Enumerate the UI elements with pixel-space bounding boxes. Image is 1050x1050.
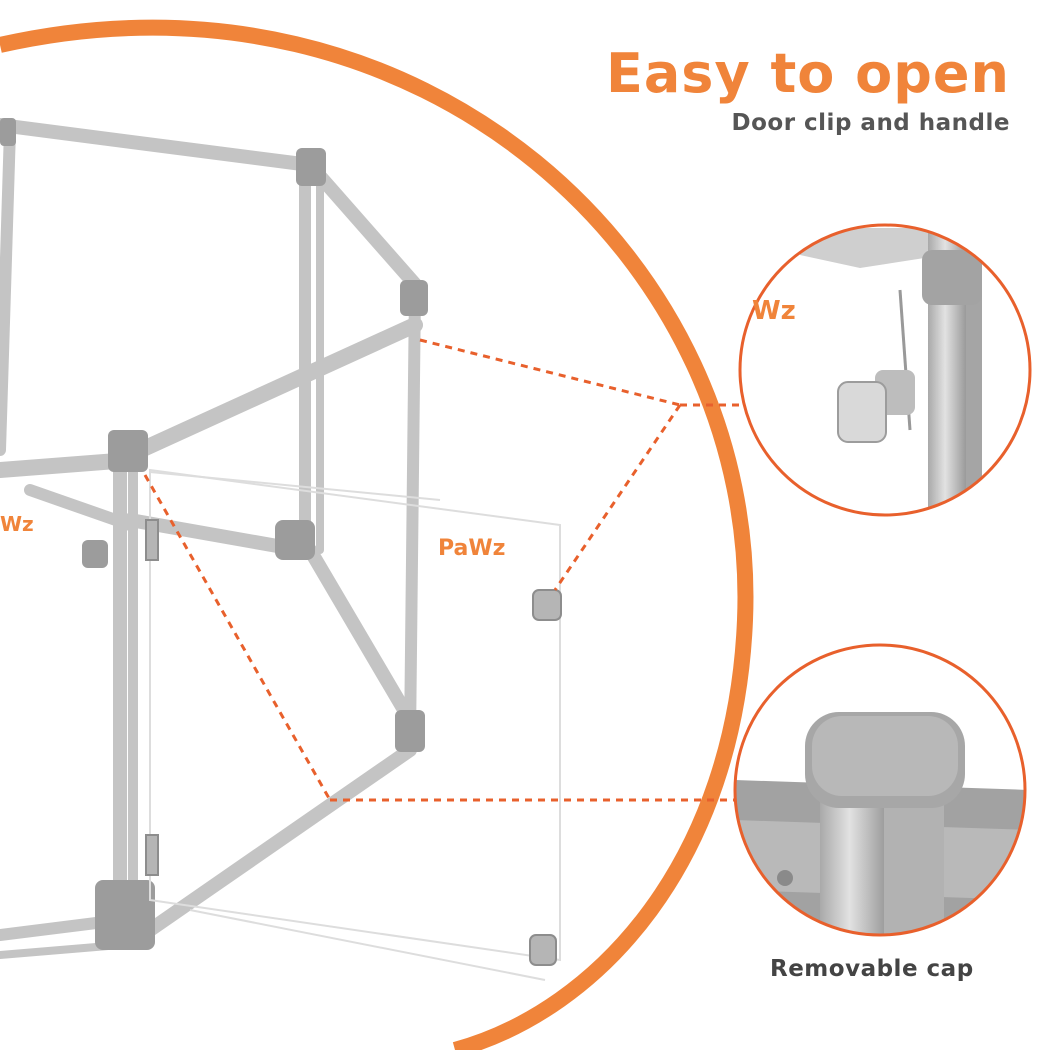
orange-arc [0,19,754,1050]
inset-door-clip-border [738,223,1032,517]
removable-cap-caption: Removable cap [770,956,974,982]
brand-logo-cropped-left: Wz [0,512,34,536]
inset-removable-cap-border [733,643,1027,937]
inset-removable-cap [735,645,1025,935]
door-clips [145,519,562,966]
page-title: Easy to open [605,42,1010,105]
playpen-frame [0,118,427,959]
page-subtitle: Door clip and handle [731,110,1010,136]
inset-door-clip [740,225,1030,515]
clear-panels [149,468,561,981]
frame-joints [0,118,428,950]
brand-logo: PaWz [438,536,506,561]
brand-logo-cropped-inset: Wz [752,296,796,326]
callout-lines [143,338,745,802]
